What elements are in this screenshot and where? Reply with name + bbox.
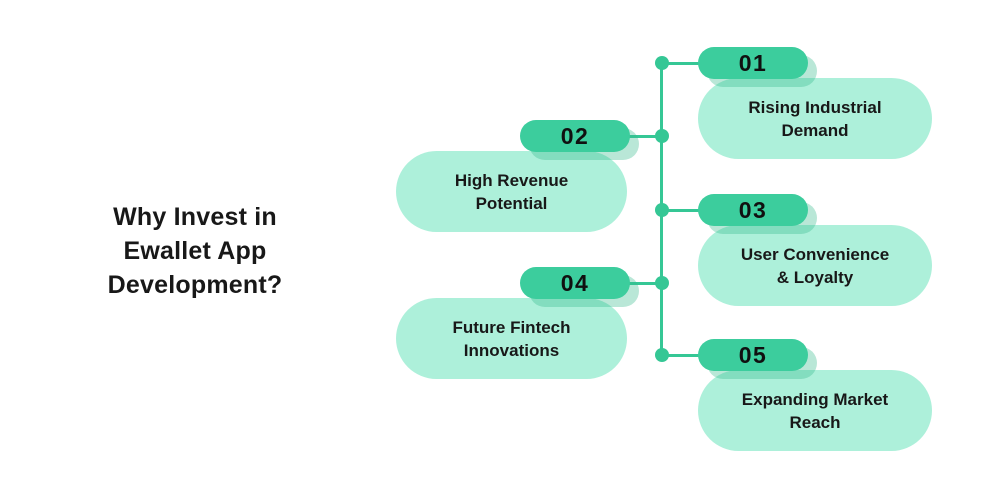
item-number-pill: 04 [520,267,630,299]
connector-line [661,354,701,357]
item-card: Rising Industrial Demand [698,78,932,159]
connector-line [627,282,662,285]
item-label: Rising Industrial [748,97,882,117]
item-label: User Convenience [740,244,890,264]
page-title-line: Development? [107,271,283,299]
item-number: 02 [560,122,590,149]
connector-line [627,135,662,138]
connector-line [661,209,701,212]
item-number-pill: 02 [520,120,630,152]
item-label: Reach [789,412,841,432]
item-label: Demand [781,120,849,140]
item-number: 04 [560,269,590,296]
item-label: Future Fintech [452,317,571,337]
item-label: & Loyalty [776,267,854,287]
item-label: Potential [475,193,548,213]
item-card: User Convenience & Loyalty [698,225,932,306]
item-label: Innovations [463,340,560,360]
item-card: High Revenue Potential [396,151,627,232]
item-number-pill: 05 [698,339,808,371]
item-number-pill: 01 [698,47,808,79]
item-number: 01 [738,49,768,76]
connector-line [661,62,701,65]
page-title: Why Invest in Ewallet App Development? [70,200,320,302]
item-number-pill: 03 [698,194,808,226]
item-label: High Revenue [454,170,569,190]
page-title-line: Ewallet App [123,237,267,265]
item-number: 05 [738,341,768,368]
item-card: Future Fintech Innovations [396,298,627,379]
timeline-dot [655,129,669,143]
timeline-dot [655,276,669,290]
page-title-line: Why Invest in [113,203,277,231]
item-number: 03 [738,196,768,223]
item-label: Expanding Market [741,389,889,409]
item-card: Expanding Market Reach [698,370,932,451]
